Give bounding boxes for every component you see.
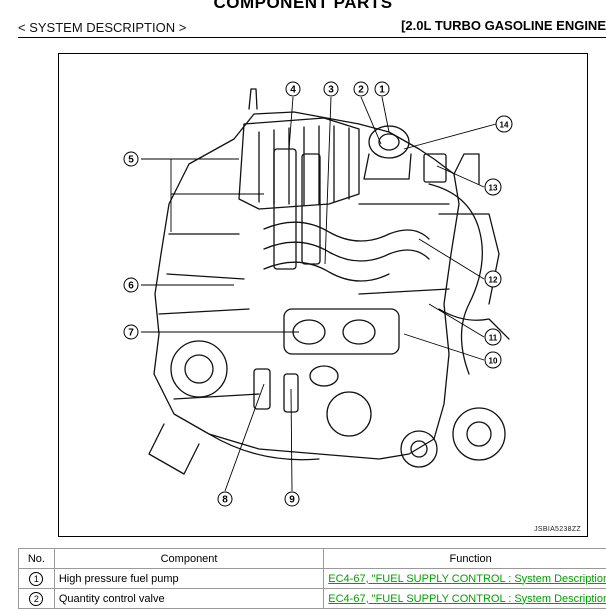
turbocharger-shape: [170, 340, 228, 398]
figure-code: JSBIA5238ZZ: [534, 526, 581, 533]
callout-6: 6: [123, 277, 139, 293]
header-component: Component: [53, 548, 325, 569]
callout-1: 1: [374, 81, 390, 97]
svg-text:4: 4: [290, 85, 296, 96]
svg-text:2: 2: [358, 85, 364, 96]
callout-10: 10: [484, 351, 502, 369]
callout-9: 9: [284, 491, 300, 507]
throttle-assembly-shape: [283, 308, 400, 355]
callout-markers: 1 2 3 4 5 6 7 8 9 10 11 12 13 14: [123, 81, 513, 507]
callout-11: 11: [484, 328, 502, 346]
svg-text:10: 10: [489, 357, 498, 366]
row-number-badge: 1: [29, 571, 44, 586]
callout-4: 4: [285, 81, 301, 97]
header-no: No.: [18, 548, 55, 569]
function-cell: EC4-67, "FUEL SUPPLY CONTROL : System De…: [323, 588, 606, 609]
callout-12: 12: [484, 270, 502, 288]
row-number-cell: 1: [18, 568, 55, 589]
header-rule: [18, 37, 606, 38]
table-row: 1 High pressure fuel pump EC4-67, "FUEL …: [18, 568, 606, 589]
svg-text:12: 12: [489, 276, 498, 285]
callout-2: 2: [353, 81, 369, 97]
svg-text:11: 11: [489, 334, 498, 343]
engine-outline: [153, 111, 460, 460]
table-header-row: No. Component Function: [18, 548, 606, 569]
function-link[interactable]: EC4-67, "FUEL SUPPLY CONTROL : System De…: [328, 572, 606, 585]
component-cell: High pressure fuel pump: [53, 568, 325, 589]
callout-5: 5: [123, 151, 139, 167]
section-label: < SYSTEM DESCRIPTION >: [18, 20, 187, 35]
dipstick-shape: [248, 88, 258, 110]
page-title: COMPONENT PARTS: [213, 0, 393, 12]
svg-text:8: 8: [222, 495, 228, 506]
component-table: No. Component Function 1 High pressure f…: [18, 548, 606, 609]
callout-14: 14: [495, 115, 513, 133]
row-number-cell: 2: [18, 588, 55, 609]
svg-text:3: 3: [328, 85, 334, 96]
turbo-outlet: [148, 423, 200, 475]
svg-text:6: 6: [128, 281, 134, 292]
callout-8: 8: [217, 491, 233, 507]
cylinder-head: [238, 117, 360, 210]
header-function: Function: [323, 548, 606, 569]
component-cell: Quantity control valve: [53, 588, 325, 609]
svg-text:13: 13: [489, 184, 498, 193]
svg-text:7: 7: [128, 328, 134, 339]
crank-pulley-shape: [400, 430, 438, 468]
table-row: 2 Quantity control valve EC4-67, "FUEL S…: [18, 588, 606, 609]
function-cell: EC4-67, "FUEL SUPPLY CONTROL : System De…: [323, 568, 606, 589]
svg-text:14: 14: [500, 121, 509, 130]
engine-illustration: 1 2 3 4 5 6 7 8 9 10 11 12 13 14: [123, 81, 513, 507]
engine-label: [2.0L TURBO GASOLINE ENGINE: [401, 18, 606, 33]
callout-13: 13: [484, 178, 502, 196]
svg-text:9: 9: [289, 495, 295, 506]
row-number-badge: 2: [29, 591, 44, 606]
svg-text:1: 1: [379, 85, 385, 96]
high-pressure-fuel-pump-shape: [368, 125, 410, 159]
function-link[interactable]: EC4-67, "FUEL SUPPLY CONTROL : System De…: [328, 592, 606, 605]
engine-component-figure: 1 2 3 4 5 6 7 8 9 10 11 12 13 14 JSBIA52…: [58, 53, 588, 537]
callout-7: 7: [123, 324, 139, 340]
callout-3: 3: [323, 81, 339, 97]
svg-text:5: 5: [128, 155, 134, 166]
